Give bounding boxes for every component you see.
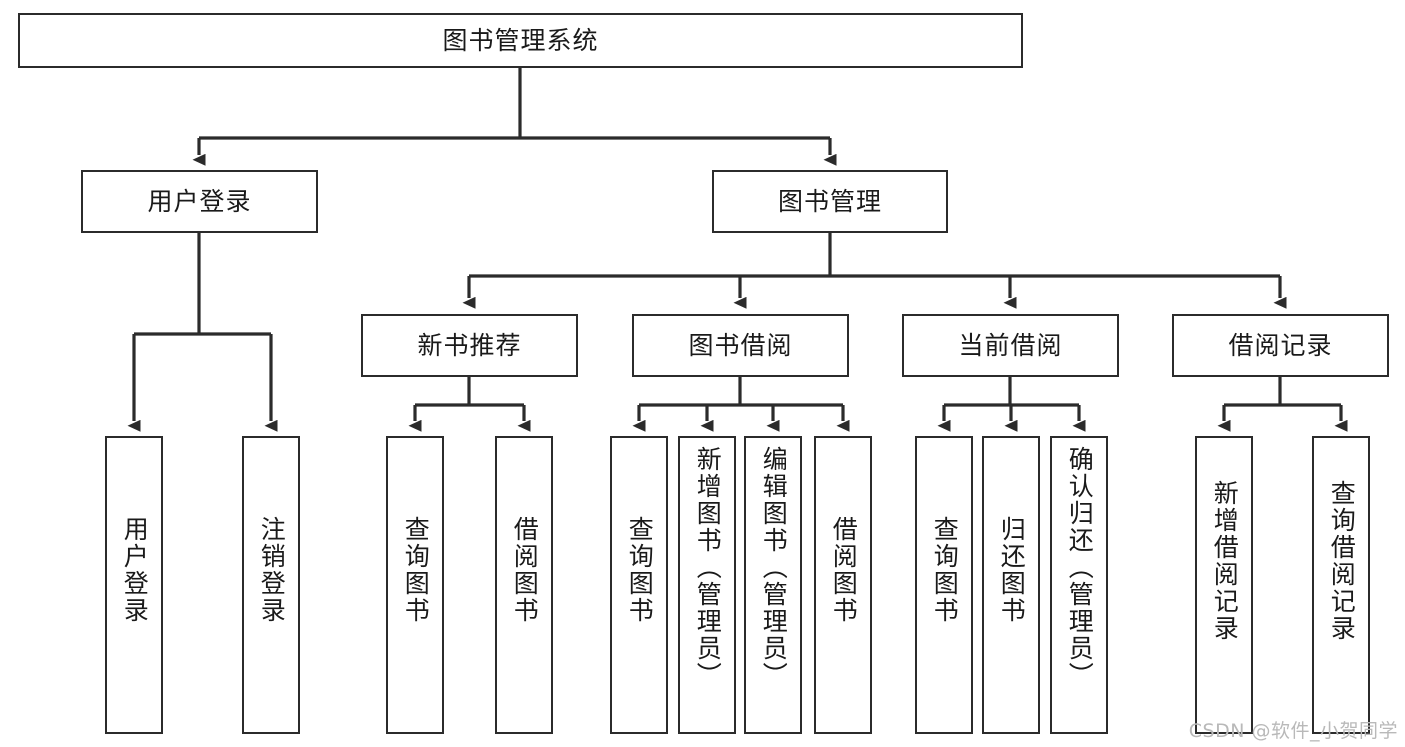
leaf-label: 注销登录 bbox=[257, 516, 287, 624]
leaf-label: 归还图书 bbox=[997, 516, 1027, 624]
leaf-label: 查询图书 bbox=[401, 516, 431, 624]
node-user-login[interactable]: 用户登录 bbox=[81, 170, 318, 233]
leaf-user-login[interactable]: 用户登录 bbox=[105, 436, 163, 734]
leaf-edit-book-admin[interactable]: 编辑图书（管理员） bbox=[744, 436, 802, 734]
node-label: 用户登录 bbox=[147, 187, 252, 216]
node-label: 当前借阅 bbox=[958, 331, 1063, 360]
leaf-logout-login[interactable]: 注销登录 bbox=[242, 436, 300, 734]
leaf-borrow-book-recommend[interactable]: 借阅图书 bbox=[495, 436, 553, 734]
node-root-book-management-system[interactable]: 图书管理系统 bbox=[18, 13, 1023, 68]
node-borrow-record[interactable]: 借阅记录 bbox=[1172, 314, 1389, 377]
leaf-query-book-current[interactable]: 查询图书 bbox=[915, 436, 973, 734]
leaf-confirm-return-admin[interactable]: 确认归还（管理员） bbox=[1050, 436, 1108, 734]
leaf-label: 查询图书 bbox=[625, 516, 655, 624]
node-book-management[interactable]: 图书管理 bbox=[712, 170, 948, 233]
csdn-watermark: CSDN @软件_小贺同学 bbox=[1188, 720, 1398, 742]
leaf-query-book-recommend[interactable]: 查询图书 bbox=[386, 436, 444, 734]
node-label: 图书管理 bbox=[777, 187, 882, 216]
leaf-label: 用户登录 bbox=[120, 516, 150, 624]
node-label: 图书管理系统 bbox=[442, 26, 599, 55]
node-label: 借阅记录 bbox=[1228, 331, 1333, 360]
leaf-add-book-admin[interactable]: 新增图书（管理员） bbox=[678, 436, 736, 734]
node-label: 新书推荐 bbox=[417, 331, 522, 360]
leaf-label: 新增借阅记录 bbox=[1210, 480, 1240, 642]
node-book-borrow[interactable]: 图书借阅 bbox=[632, 314, 849, 377]
leaf-borrow-book[interactable]: 借阅图书 bbox=[814, 436, 872, 734]
leaf-query-book-borrow[interactable]: 查询图书 bbox=[610, 436, 668, 734]
leaf-label: 查询图书 bbox=[930, 516, 960, 624]
leaf-return-book[interactable]: 归还图书 bbox=[982, 436, 1040, 734]
node-new-book-recommend[interactable]: 新书推荐 bbox=[361, 314, 578, 377]
node-label: 图书借阅 bbox=[688, 331, 793, 360]
leaf-label: 借阅图书 bbox=[510, 516, 540, 624]
leaf-label: 查询借阅记录 bbox=[1327, 480, 1357, 642]
leaf-label: 编辑图书（管理员） bbox=[759, 446, 789, 689]
leaf-query-borrow-record[interactable]: 查询借阅记录 bbox=[1312, 436, 1370, 734]
leaf-label: 借阅图书 bbox=[829, 516, 859, 624]
leaf-label: 确认归还（管理员） bbox=[1065, 446, 1095, 689]
leaf-label: 新增图书（管理员） bbox=[693, 446, 723, 689]
leaf-add-borrow-record[interactable]: 新增借阅记录 bbox=[1195, 436, 1253, 734]
node-current-borrow[interactable]: 当前借阅 bbox=[902, 314, 1119, 377]
